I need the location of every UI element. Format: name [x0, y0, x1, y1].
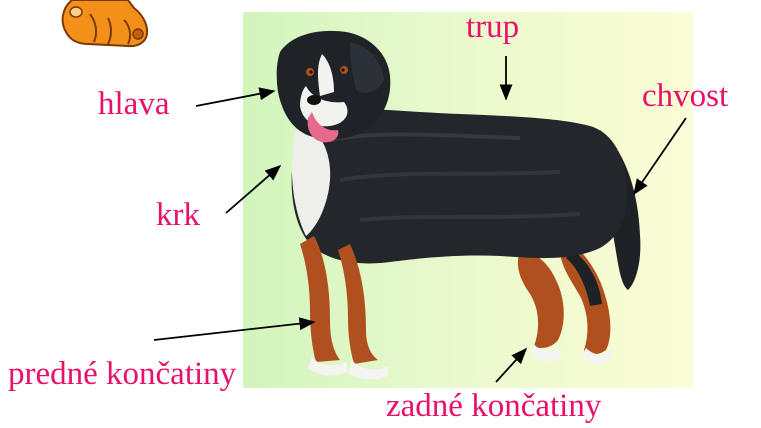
label-front-limbs: predné končatiny: [8, 358, 236, 391]
label-hind-limbs: zadné končatiny: [386, 390, 601, 423]
label-neck: krk: [156, 199, 200, 232]
dog-picture: [277, 31, 641, 380]
label-head: hlava: [98, 88, 169, 121]
arrow-front-limbs: [154, 322, 314, 340]
label-tail: chvost: [642, 80, 728, 113]
arrow-head: [196, 91, 274, 106]
cartoon-lion-icon: [63, 0, 147, 46]
arrow-neck: [226, 166, 280, 213]
arrow-tail: [634, 118, 686, 194]
label-trunk: trup: [466, 11, 519, 44]
arrow-hind-limbs: [496, 349, 526, 382]
